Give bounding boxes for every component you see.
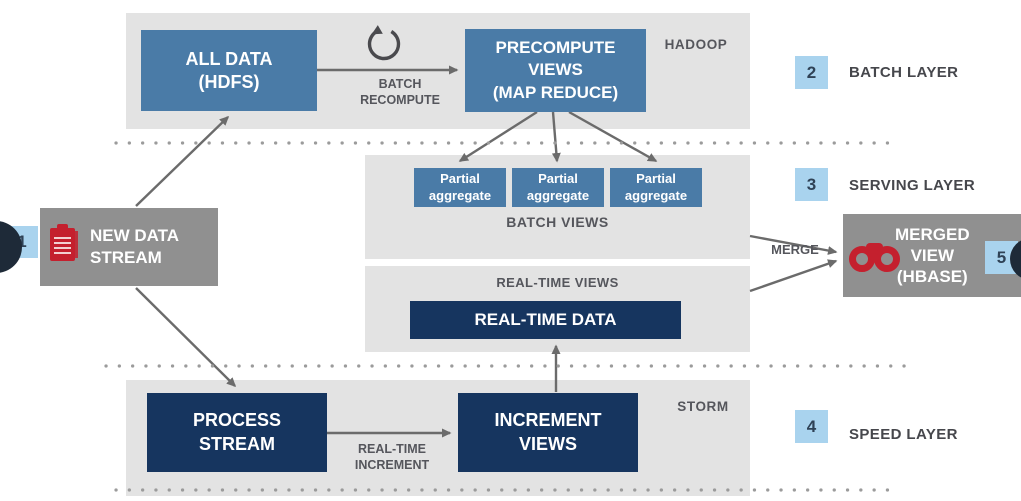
batch-views-label: BATCH VIEWS <box>506 214 609 230</box>
left-edge-circle <box>0 221 22 273</box>
arrow-stream-to-alldata <box>135 115 230 207</box>
batch-layer-label: BATCH LAYER <box>849 64 959 81</box>
right-edge-circle <box>1010 238 1021 280</box>
merge-label: MERGE <box>771 242 819 257</box>
new-data-stream-box: NEW DATA STREAM <box>40 208 218 286</box>
batch-recompute-label: BATCH RECOMPUTE <box>360 77 440 108</box>
arrow-stream-to-process <box>135 287 237 388</box>
realtime-views-label: REAL-TIME VIEWS <box>496 275 619 290</box>
storm-label: STORM <box>677 399 729 414</box>
realtime-increment-label: REAL-TIME INCREMENT <box>354 442 430 473</box>
hadoop-label: HADOOP <box>664 37 728 52</box>
speed-layer-label: SPEED LAYER <box>849 426 958 443</box>
all-data-box: ALL DATA (HDFS) <box>141 30 317 111</box>
precompute-views-box: PRECOMPUTE VIEWS (MAP REDUCE) <box>465 29 646 112</box>
partial-aggregate-box-1: Partial aggregate <box>414 168 506 207</box>
step-badge-3: 3 <box>795 168 828 201</box>
arrow-realtimeviews-to-merged <box>749 259 838 293</box>
serving-layer-label: SERVING LAYER <box>849 177 976 194</box>
increment-views-box: INCREMENT VIEWS <box>458 393 638 472</box>
realtime-data-box: REAL-TIME DATA <box>410 301 681 339</box>
partial-aggregate-box-2: Partial aggregate <box>512 168 604 207</box>
partial-aggregate-box-3: Partial aggregate <box>610 168 702 207</box>
step-badge-2: 2 <box>795 56 828 89</box>
step-badge-4: 4 <box>795 410 828 443</box>
process-stream-box: PROCESS STREAM <box>147 393 327 472</box>
